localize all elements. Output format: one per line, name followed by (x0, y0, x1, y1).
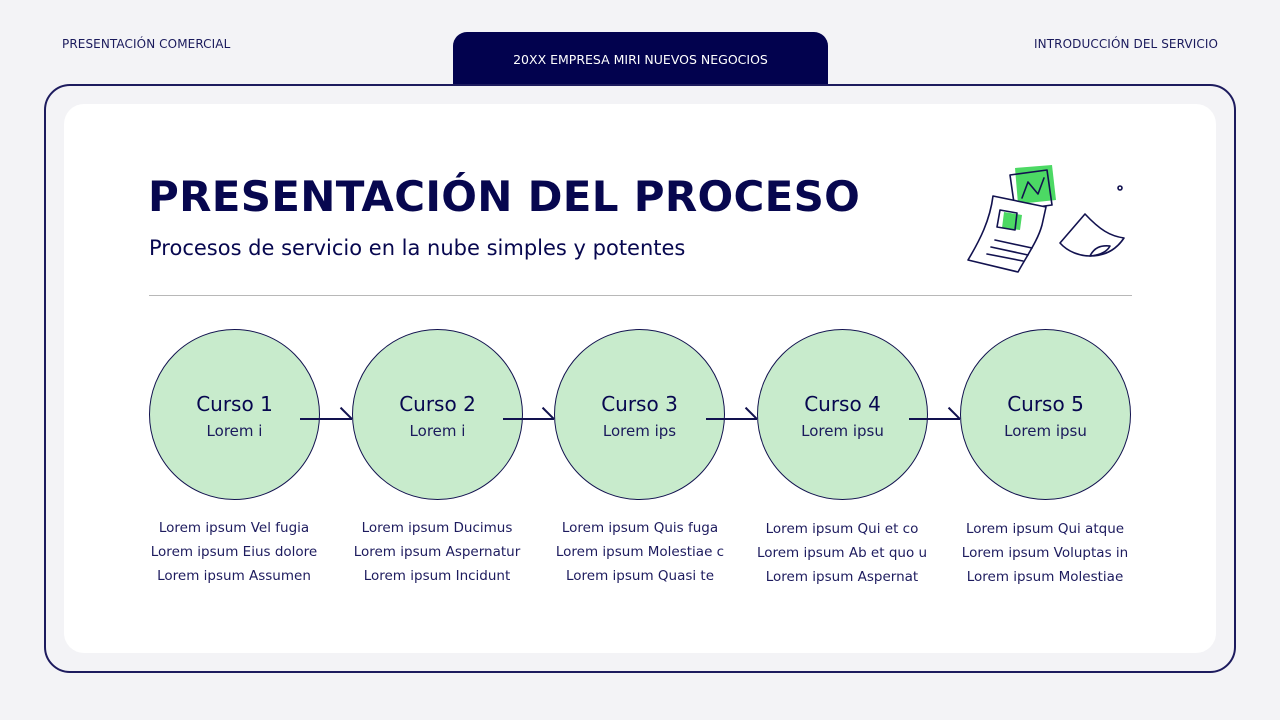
step-title: Curso 2 (399, 391, 476, 416)
slide-subtitle: Procesos de servicio en la nube simples … (149, 236, 686, 260)
step-circle-5: Curso 5 Lorem ipsu (960, 329, 1131, 500)
step-title: Curso 5 (1007, 391, 1084, 416)
header-center-tab-label: 20XX EMPRESA MIRI NUEVOS NEGOCIOS (513, 52, 768, 67)
description-line: Lorem ipsum Incidunt (363, 568, 511, 584)
description-line: Lorem ipsum Qui atque (965, 521, 1125, 537)
slide-frame (44, 84, 1236, 673)
step-title: Curso 4 (804, 391, 881, 416)
connector-arrow-1-2 (300, 418, 352, 420)
description-line: Lorem ipsum Ab et quo u (756, 545, 928, 561)
step-title: Curso 3 (601, 391, 678, 416)
connector-arrow-2-3 (503, 418, 554, 420)
description-line: Lorem ipsum Voluptas in (961, 545, 1129, 561)
step-subtitle: Lorem i (409, 421, 466, 440)
title-divider (149, 295, 1132, 296)
description-line: Lorem ipsum Qui et co (765, 521, 919, 537)
step-circle-4: Curso 4 Lorem ipsu (757, 329, 928, 500)
description-line: Lorem ipsum Assumen (157, 568, 311, 584)
step-description-2: Lorem ipsum Ducimus Lorem ipsum Aspernat… (337, 516, 537, 588)
header-right-label: INTRODUCCIÓN DEL SERVICIO (1034, 37, 1218, 51)
description-line: Lorem ipsum Vel fugia (158, 520, 310, 536)
step-subtitle: Lorem ips (602, 421, 677, 440)
step-subtitle: Lorem ipsu (801, 421, 884, 440)
step-description-3: Lorem ipsum Quis fuga Lorem ipsum Molest… (540, 516, 740, 588)
description-line: Lorem ipsum Ducimus (361, 520, 513, 536)
step-subtitle: Lorem i (206, 421, 263, 440)
step-subtitle: Lorem ipsu (1004, 421, 1087, 440)
step-description-5: Lorem ipsum Qui atque Lorem ipsum Volupt… (945, 517, 1145, 589)
description-line: Lorem ipsum Aspernat (765, 569, 919, 585)
description-line: Lorem ipsum Eius dolore (150, 544, 318, 560)
slide-title: PRESENTACIÓN DEL PROCESO (148, 172, 861, 221)
description-line: Lorem ipsum Molestiae (966, 569, 1124, 585)
header-left-label: PRESENTACIÓN COMERCIAL (62, 37, 231, 51)
connector-arrow-4-5 (909, 418, 960, 420)
step-title: Curso 1 (196, 391, 273, 416)
header-center-tab: 20XX EMPRESA MIRI NUEVOS NEGOCIOS (453, 32, 828, 85)
description-line: Lorem ipsum Molestiae c (555, 544, 725, 560)
step-circle-3: Curso 3 Lorem ips (554, 329, 725, 500)
step-circle-1: Curso 1 Lorem i (149, 329, 320, 500)
documents-chart-icon (967, 165, 1125, 273)
step-description-4: Lorem ipsum Qui et co Lorem ipsum Ab et … (742, 517, 942, 589)
step-description-1: Lorem ipsum Vel fugia Lorem ipsum Eius d… (134, 516, 334, 588)
connector-arrow-3-4 (706, 418, 757, 420)
description-line: Lorem ipsum Aspernatur (353, 544, 521, 560)
description-line: Lorem ipsum Quasi te (565, 568, 715, 584)
step-circle-2: Curso 2 Lorem i (352, 329, 523, 500)
description-line: Lorem ipsum Quis fuga (561, 520, 719, 536)
